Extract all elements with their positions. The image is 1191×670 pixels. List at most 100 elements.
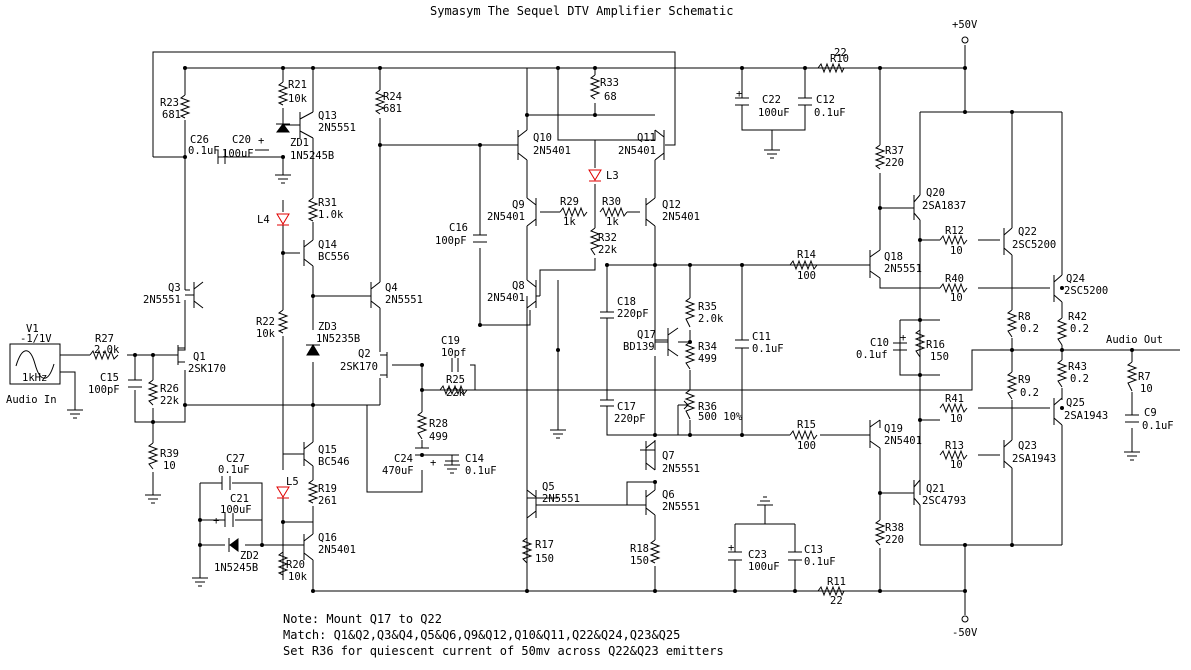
label-resistors-22-ref: R7 bbox=[1138, 371, 1151, 383]
label-resistors-9-ref: R30 bbox=[602, 196, 621, 208]
label-resistors-19-ref: R16 bbox=[926, 339, 945, 351]
label-transistors-11-ref: Q17 bbox=[637, 329, 656, 341]
transistor-q7 bbox=[640, 440, 656, 471]
label-resistors-22-value: 10 bbox=[1140, 383, 1153, 395]
label-capacitors-4-value: 100pF bbox=[435, 235, 467, 247]
label-resistors-4-value: 681 bbox=[383, 103, 402, 115]
label-transistors-0-part: 2N5551 bbox=[318, 122, 356, 134]
label-transistors-12-part: 2SA1837 bbox=[922, 200, 966, 212]
resistor-r15 bbox=[789, 429, 818, 441]
label-transistors-13-part: 2SC5200 bbox=[1012, 239, 1056, 251]
resistor-symbols bbox=[89, 62, 1138, 597]
zener-symbols bbox=[228, 123, 320, 552]
resistor-r22 bbox=[277, 309, 289, 334]
label-resistors-20-value: 0.2 bbox=[1020, 387, 1039, 399]
wires bbox=[60, 45, 1180, 615]
resistor-r43 bbox=[1056, 359, 1068, 388]
cap-c18 bbox=[600, 311, 614, 319]
label-resistors-14-ref: R35 bbox=[698, 301, 717, 313]
label-transistors-8-ref: Q8 bbox=[512, 280, 525, 292]
source-freq: 1kHz bbox=[22, 372, 47, 384]
label-capacitors-11-value: 470uF bbox=[382, 465, 414, 477]
label-capacitors-17-value: 0.1uF bbox=[1142, 420, 1174, 432]
label-transistors-13-ref: Q22 bbox=[1018, 226, 1037, 238]
label-resistors-20-ref: R9 bbox=[1018, 374, 1031, 386]
cap-c15 bbox=[128, 379, 142, 388]
label-resistors-33-value: 150 bbox=[535, 553, 554, 565]
cap-c23 bbox=[728, 551, 742, 561]
label-transistors-5-ref: Q14 bbox=[318, 239, 337, 251]
label-transistors-16-ref: Q25 bbox=[1066, 397, 1085, 409]
cap-c14 bbox=[445, 454, 459, 462]
label-resistors-7-value: 1.0k bbox=[318, 209, 344, 221]
label-capacitors-14-ref: C21 bbox=[230, 493, 249, 505]
label-capacitors-1-ref: C12 bbox=[816, 94, 835, 106]
transistor-q16 bbox=[290, 533, 314, 561]
label-leds-0: L3 bbox=[606, 170, 619, 182]
label-transistors-14-part: 2N5551 bbox=[884, 263, 922, 275]
cap-c10 bbox=[893, 342, 907, 351]
resistor-r7 bbox=[1126, 361, 1138, 392]
label-capacitors-8-ref: C10 bbox=[870, 337, 889, 349]
label-capacitors-14-value: 100uF bbox=[220, 504, 252, 516]
resistor-r24 bbox=[374, 89, 386, 115]
label-resistors-19-value: 150 bbox=[930, 351, 949, 363]
resistor-r12 bbox=[939, 234, 968, 246]
label-transistors-12-ref: Q20 bbox=[926, 187, 945, 199]
led-l3 bbox=[588, 169, 602, 182]
label-capacitors-0-value: 100uF bbox=[758, 107, 790, 119]
label-resistors-15-value: 499 bbox=[698, 353, 717, 365]
label-resistors-27-value: 499 bbox=[429, 431, 448, 443]
label-resistors-2-ref: R21 bbox=[288, 79, 307, 91]
label-resistors-13-ref: R40 bbox=[945, 273, 964, 285]
resistor-r33 bbox=[589, 74, 601, 100]
resistor-r21 bbox=[277, 81, 289, 106]
label-transistors-7-part: 2N5551 bbox=[385, 294, 423, 306]
label-resistors-7-ref: R31 bbox=[318, 197, 337, 209]
rail-terminals bbox=[961, 36, 969, 623]
cap-c21 bbox=[224, 513, 234, 527]
label-resistors-13-value: 10 bbox=[950, 292, 963, 304]
label-resistors-10-value: 22k bbox=[598, 244, 618, 256]
label-transistors-6-part: 2N5551 bbox=[143, 294, 181, 306]
cap-c19 bbox=[451, 358, 459, 372]
label-resistors-17-value: 0.2 bbox=[1020, 323, 1039, 335]
label-diodes-0-ref: ZD1 bbox=[290, 137, 309, 149]
label-leds-1: L4 bbox=[257, 214, 270, 226]
label-transistors-11-part: BD139 bbox=[623, 341, 655, 353]
label-symbol: + bbox=[430, 457, 436, 469]
label-transistors-4-ref: Q12 bbox=[662, 199, 681, 211]
transistor-q8 bbox=[526, 279, 540, 309]
label-capacitors-9-ref: C19 bbox=[441, 335, 460, 347]
transistor-q2 bbox=[380, 352, 388, 378]
transistor-q23 bbox=[1003, 439, 1013, 469]
resistor-r13 bbox=[939, 449, 968, 461]
label-transistors-22-part: 2N5551 bbox=[542, 493, 580, 505]
label-capacitors-3-value: 100uF bbox=[222, 148, 254, 160]
label-resistors-30-value: 100 bbox=[797, 440, 816, 452]
electrolytic-plus-marks: + + + + + + bbox=[213, 88, 906, 554]
transistor-q10 bbox=[510, 129, 528, 161]
label-capacitors-7-ref: C17 bbox=[617, 401, 636, 413]
label-capacitors-13-value: 0.1uF bbox=[218, 464, 250, 476]
resistor-r41 bbox=[939, 402, 968, 414]
label-resistors-10-ref: R32 bbox=[598, 232, 617, 244]
label-transistors-6-ref: Q3 bbox=[168, 282, 181, 294]
transistor-q17 bbox=[655, 327, 679, 357]
label-transistors-19-ref: Q21 bbox=[926, 483, 945, 495]
label-capacitors-5-value: 220pF bbox=[617, 308, 649, 320]
note-match: Match: Q1&Q2,Q3&Q4,Q5&Q6,Q9&Q12,Q10&Q11,… bbox=[283, 628, 680, 642]
label-capacitors-8-value: 0.1uf bbox=[856, 349, 888, 361]
label-transistors-1-ref: Q10 bbox=[533, 132, 552, 144]
resistor-r32 bbox=[589, 227, 601, 256]
label-transistors-10-ref: Q2 bbox=[358, 348, 371, 360]
resistor-r26 bbox=[147, 379, 159, 406]
label-resistors-36-ref: R20 bbox=[286, 559, 305, 571]
label-resistors-5-ref: R33 bbox=[600, 77, 619, 89]
label-symbol: + bbox=[258, 135, 264, 147]
cap-c11 bbox=[735, 339, 749, 349]
label-transistors-2-ref: Q11 bbox=[637, 132, 656, 144]
resistor-r28 bbox=[416, 411, 428, 440]
transistor-q12 bbox=[645, 197, 656, 227]
label-capacitors-3-ref: C20 bbox=[232, 134, 251, 146]
